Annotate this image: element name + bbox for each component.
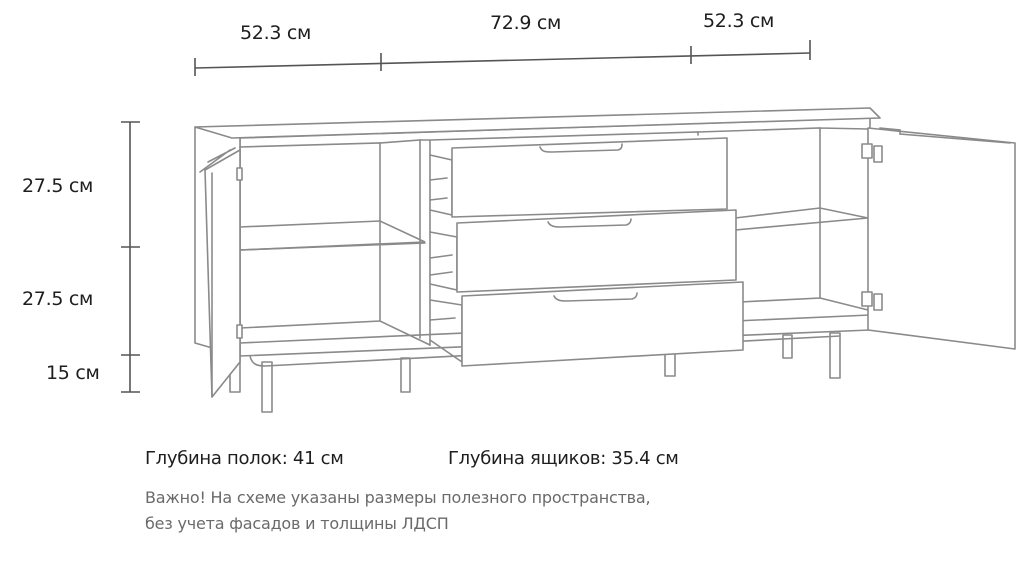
- note-line-2: без учета фасадов и толщины ЛДСП: [145, 514, 449, 533]
- height-dimension-line: [121, 121, 140, 393]
- legs: [229, 332, 841, 413]
- width-center-label: 72.9 см: [490, 12, 562, 34]
- left-door: [199, 147, 243, 398]
- right-door: [861, 127, 1016, 350]
- width-left-label: 52.3 см: [240, 22, 312, 44]
- height-upper-label: 27.5 см: [22, 175, 94, 197]
- height-lower-label: 27.5 см: [22, 288, 94, 310]
- drawer-middle: [456, 209, 737, 293]
- drawer-bottom: [461, 281, 744, 367]
- width-right-label: 52.3 см: [703, 10, 775, 32]
- note-line-1: Важно! На схеме указаны размеры полезног…: [145, 488, 651, 507]
- drawer-top: [451, 137, 728, 218]
- width-dimension-line: [194, 40, 811, 76]
- drawer-depth-label: Глубина ящиков: 35.4 см: [448, 448, 679, 469]
- shelf-depth-label: Глубина полок: 41 см: [145, 448, 344, 469]
- height-legs-label: 15 см: [46, 362, 100, 384]
